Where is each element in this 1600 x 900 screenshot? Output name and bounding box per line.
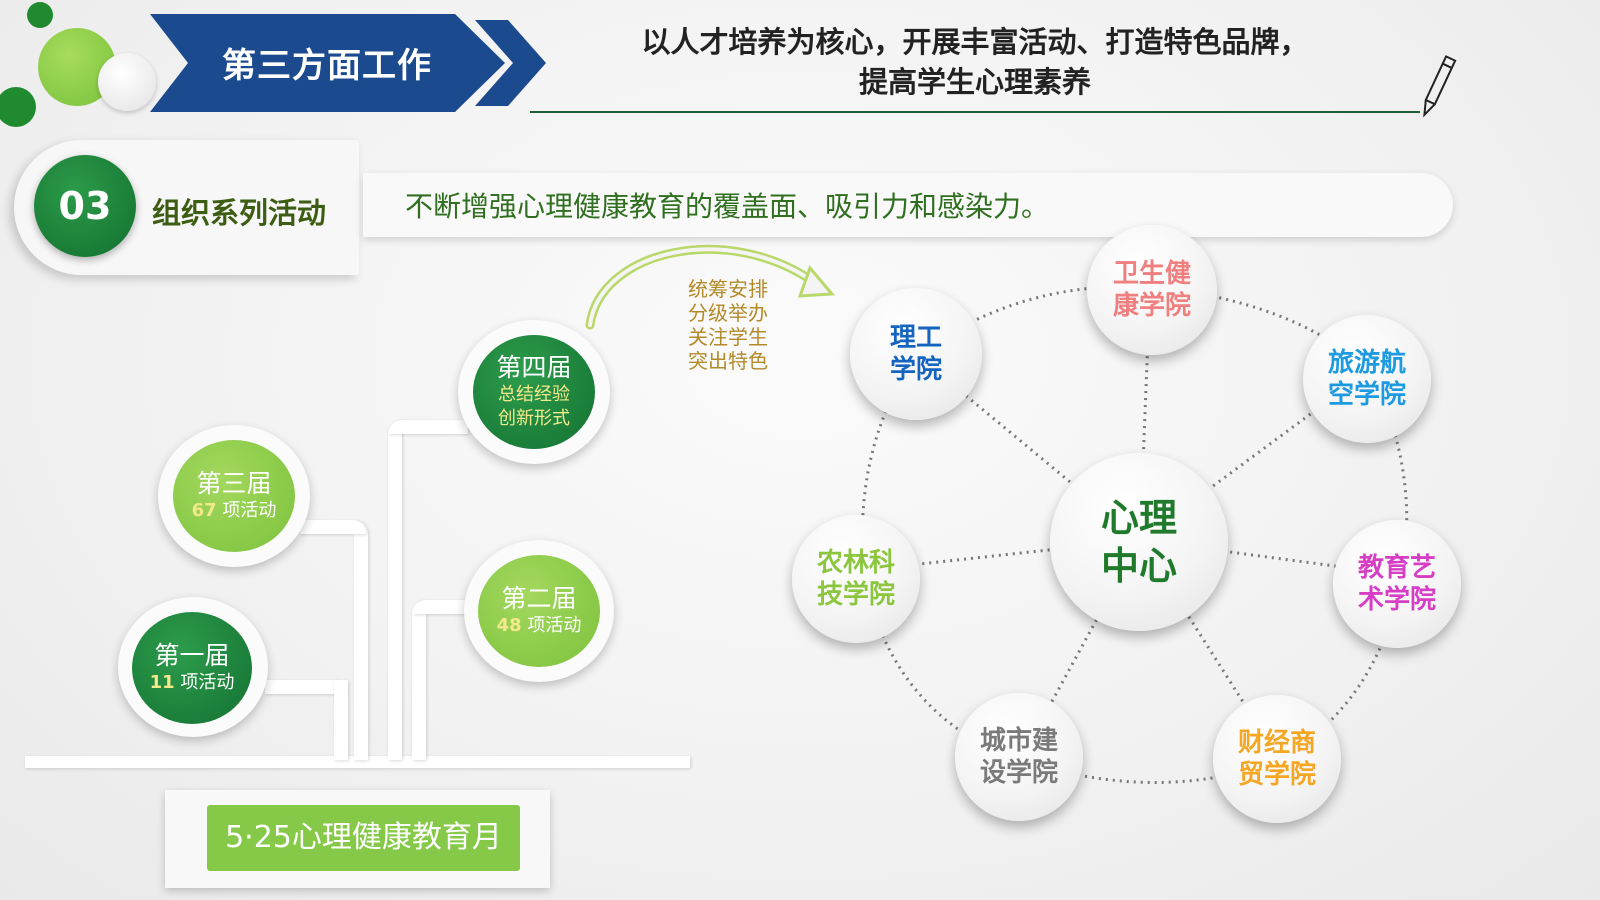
subtitle-line1: 以人才培养为核心，开展丰富活动、打造特色品牌， (641, 25, 1309, 59)
curved-arrow-icon (585, 244, 836, 330)
pen-icon (1423, 55, 1457, 118)
arrow-note: 关注学生 (688, 325, 768, 349)
arrow-note: 统筹安排 (688, 277, 768, 301)
edition-4-line2: 总结经验 (498, 384, 570, 405)
decor-dot (98, 53, 156, 111)
tree-branch (388, 420, 402, 760)
node-line2: 设学院 (979, 758, 1058, 788)
node-weisheng: 卫生健 康学院 (1087, 225, 1217, 355)
edition-1-count: 11 (149, 672, 175, 693)
edition-2-title: 第二届 (501, 584, 577, 613)
edition-3-count: 67 (191, 500, 217, 521)
edition-2-unit: 项活动 (527, 615, 582, 636)
edition-2-bubble: 第二届 48 项活动 (478, 555, 600, 667)
header-subtitle: 以人才培养为核心，开展丰富活动、打造特色品牌， 提高学生心理素养 (560, 22, 1390, 102)
edition-2-count: 48 (496, 615, 522, 636)
arrow-notes: 统筹安排 分级举办 关注学生 突出特色 (688, 277, 768, 373)
node-nonglin: 农林科 技学院 (792, 515, 920, 643)
edition-2-count-row: 48 项活动 (497, 614, 582, 638)
tree-base-line (25, 756, 690, 768)
edition-1-count-row: 11 项活动 (150, 671, 235, 695)
center-node: 心理 中心 (1050, 453, 1228, 631)
tree-branch (334, 680, 348, 760)
tree-branch (300, 520, 366, 534)
subtitle-line2: 提高学生心理素养 (858, 65, 1091, 99)
center-node-line2: 中心 (1100, 544, 1177, 588)
node-caijing: 财经商 贸学院 (1213, 695, 1341, 823)
edition-4-bubble: 第四届 总结经验 创新形式 (473, 335, 595, 449)
tree-branch (265, 680, 347, 694)
node-line1: 卫生健 (1112, 259, 1191, 289)
edition-3-unit: 项活动 (222, 500, 277, 521)
node-line1: 财经商 (1237, 728, 1316, 758)
arrow-note: 分级举办 (688, 301, 768, 325)
node-chengshi: 城市建 设学院 (955, 693, 1083, 821)
tree-branch (412, 600, 426, 760)
edition-1-unit: 项活动 (180, 672, 235, 693)
node-line1: 旅游航 (1327, 348, 1406, 378)
node-line2: 技学院 (816, 580, 895, 610)
decor-dot (27, 2, 53, 28)
section-number: 03 (34, 155, 136, 257)
month-label: 5·25心理健康教育月 (207, 805, 520, 871)
section-description: 不断增强心理健康教育的覆盖面、吸引力和感染力。 (405, 190, 1050, 223)
edition-1-title: 第一届 (154, 641, 230, 670)
node-line1: 教育艺 (1357, 553, 1436, 583)
edition-1-bubble: 第一届 11 项活动 (132, 612, 252, 724)
node-line2: 康学院 (1112, 291, 1191, 321)
edition-3-count-row: 67 项活动 (192, 499, 277, 523)
decor-dot (0, 87, 36, 127)
edition-3-title: 第三届 (196, 469, 272, 498)
node-ligong: 理工 学院 (850, 288, 982, 420)
node-line2: 空学院 (1327, 380, 1406, 410)
node-line2: 贸学院 (1237, 760, 1316, 790)
tree-branch (354, 520, 368, 760)
node-line2: 术学院 (1357, 585, 1436, 615)
header-divider (530, 111, 1420, 113)
edition-4-title: 第四届 (496, 353, 572, 382)
node-lvyou: 旅游航 空学院 (1303, 315, 1431, 443)
banner-title: 第三方面工作 (222, 46, 432, 86)
node-line1: 农林科 (816, 548, 895, 578)
node-line2: 学院 (889, 355, 942, 385)
header-banner (150, 14, 546, 112)
tree-branch (412, 600, 470, 614)
edition-3-bubble: 第三届 67 项活动 (173, 440, 295, 552)
tree-branch (388, 420, 468, 434)
section-label: 组织系列活动 (152, 196, 327, 230)
center-node-line1: 心理 (1100, 496, 1177, 540)
node-jiaoyu: 教育艺 术学院 (1333, 520, 1461, 648)
edition-4-line3: 创新形式 (498, 408, 570, 429)
node-line1: 城市建 (979, 726, 1058, 756)
arrow-note: 突出特色 (688, 349, 768, 373)
node-line1: 理工 (889, 323, 942, 353)
section-bar (363, 173, 1453, 237)
